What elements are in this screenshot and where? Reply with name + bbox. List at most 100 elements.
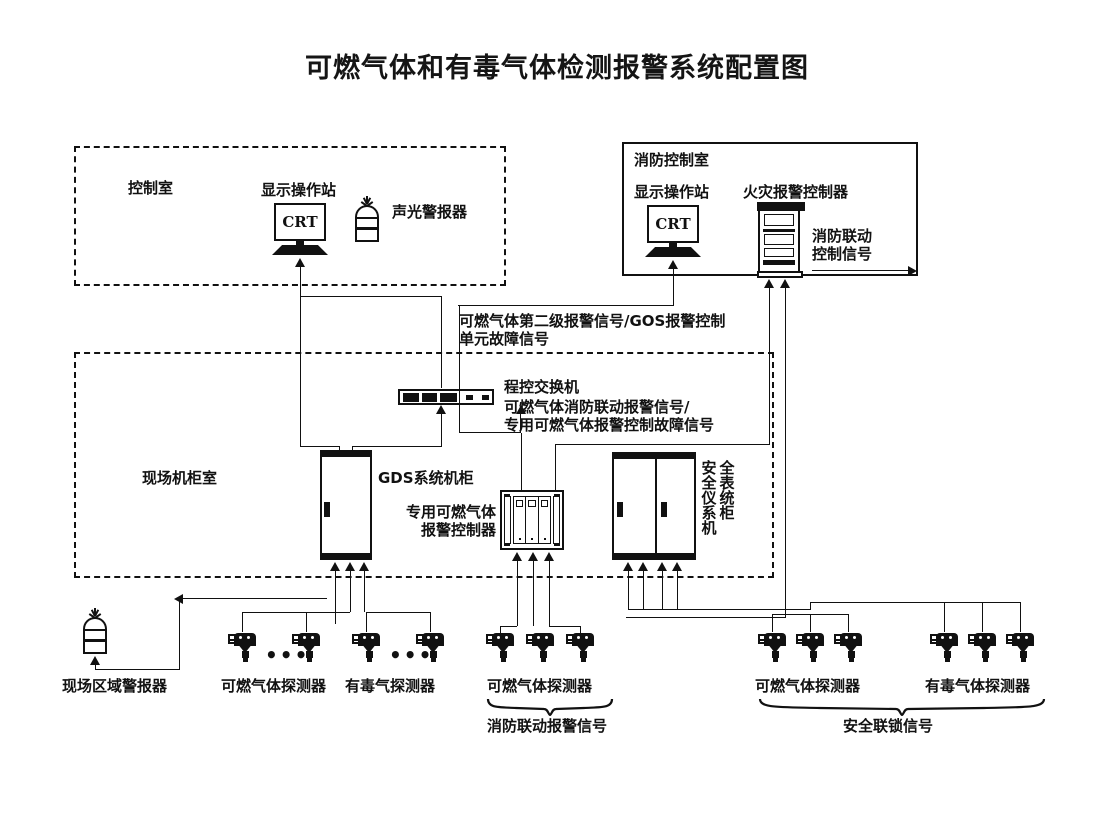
detector-cone [575,643,591,653]
gds-upper-h [300,296,442,297]
fire-crt-to-switch-v [520,412,521,433]
gds-cabinet-icon [320,450,372,560]
detector-stem [982,651,989,658]
det-g3-bus-r [549,626,581,627]
cabinet-bottom-bar [322,553,370,558]
sis-input-v2 [643,570,644,610]
safety-interlock-brace [758,698,1046,716]
sis-input-v4 [677,570,678,610]
combustible-detector-icon [758,628,788,662]
detector-cone [301,643,317,653]
toxic-detector-icon [352,628,382,662]
combustible-detector-label-1: 可燃气体探测器 [221,677,327,695]
control-room-box [74,146,506,286]
det-g2-riser-a [366,612,367,632]
det-g4-bus [772,614,848,615]
detector-tip [431,657,436,662]
detector-stem [430,651,437,658]
detector-tip [983,657,988,662]
sis-cabinet-label-col2: 全表统柜 [717,460,736,520]
detector-tip [541,657,546,662]
fac-feed-h1 [555,444,770,445]
fac-feed-v1 [769,287,770,445]
rack-slot [539,497,550,543]
det-g1-bus [242,612,350,613]
combustible-detector-icon [796,628,826,662]
detector-stem [944,651,951,658]
beacon-dome [355,205,379,218]
det-g5-riser-c [1020,602,1021,632]
beacon-body-lower [83,640,107,654]
area-beacon-v [95,664,96,670]
combustible-detector-icon [834,628,864,662]
fire-crt-down-v [459,305,460,433]
field-area-beacon-icon [78,608,112,656]
fire-alarm-controller-label: 火灾报警控制器 [743,183,849,201]
cabinet-handle [617,502,623,517]
rack-slots [513,496,551,544]
toxic-detector-label-2: 有毒气体探测器 [925,677,1031,695]
toxic-detector-icon [968,628,998,662]
detector-cone [361,643,377,653]
control-room-beacon-label: 声光警报器 [392,203,468,221]
crt-base [645,247,701,257]
controller-cap [757,202,805,211]
rack-input-arrow-1 [512,552,522,561]
det-g4-riser-b [810,614,811,632]
control-room-label: 控制室 [128,179,174,197]
crt-screen-label: CRT [274,203,326,241]
det-g2-bus [366,612,430,613]
gds-input-v2 [350,570,351,612]
combustible-detector-icon [566,628,596,662]
sis-trunk-drop [810,602,811,610]
area-alarm-label: 现场区域警报器 [62,677,168,695]
toxic-detector-icon [930,628,960,662]
crt-neck [296,241,304,246]
fac-arrow-1 [764,279,774,288]
det-g5-bus [944,602,1020,603]
toxic-detector-icon [1006,628,1036,662]
beacon-body-lower [355,228,379,242]
crt-neck [669,243,677,248]
gds-to-crt-v [339,446,340,454]
detector-stem [848,651,855,658]
detector-stem [500,651,507,658]
cabinet-top-bar [614,454,694,459]
detector-stem [810,651,817,658]
detector-cone [767,643,783,653]
fire-linkage-alarm-label: 消防联动报警信号 [487,717,608,735]
detector-cone [939,643,955,653]
fac-arrow-2 [780,279,790,288]
gds-upper-v [441,296,442,388]
gds-input-v1 [335,570,336,624]
rack-top-v1 [521,433,522,491]
control-room-workstation-label: 显示操作站 [261,181,337,199]
combustible-detector-label-2: 可燃气体探测器 [487,677,593,695]
sis-trunk-h [628,609,810,610]
det-g4-riser-a [772,614,773,632]
detector-cone [237,643,253,653]
control-crt-arrow [295,258,305,267]
dedicated-controller-label: 专用可燃气体报警控制器 [405,503,496,539]
combustible-detector-icon [526,628,556,662]
detector-cone [805,643,821,653]
det-g3-riser-a [500,626,501,634]
area-beacon-h [95,669,180,670]
area-beacon-arrow [90,656,100,665]
det-g3-bus [500,626,517,627]
rack-slot [526,497,539,543]
det-g3-trunk-v3 [549,600,550,626]
field-cabinet-room-label: 现场机柜室 [142,469,218,487]
switch-signal-label: 可燃气体消防联动报警信号/专用可燃气体报警控制故障信号 [504,398,715,434]
area-beacon-riser [179,598,180,670]
sis-input-arrow-4 [672,562,682,571]
switch-label: 程控交换机 [504,378,580,396]
sis-input-arrow-2 [638,562,648,571]
detector-stem [580,651,587,658]
fire-control-room-label: 消防控制室 [634,151,710,169]
combustible-detector-icon [292,628,322,662]
gds-cabinet-label: GDS系统机柜 [378,469,474,487]
fire-room-crt: CRT [645,205,701,257]
detector-stem [242,651,249,658]
det-g5-riser-b [982,602,983,632]
